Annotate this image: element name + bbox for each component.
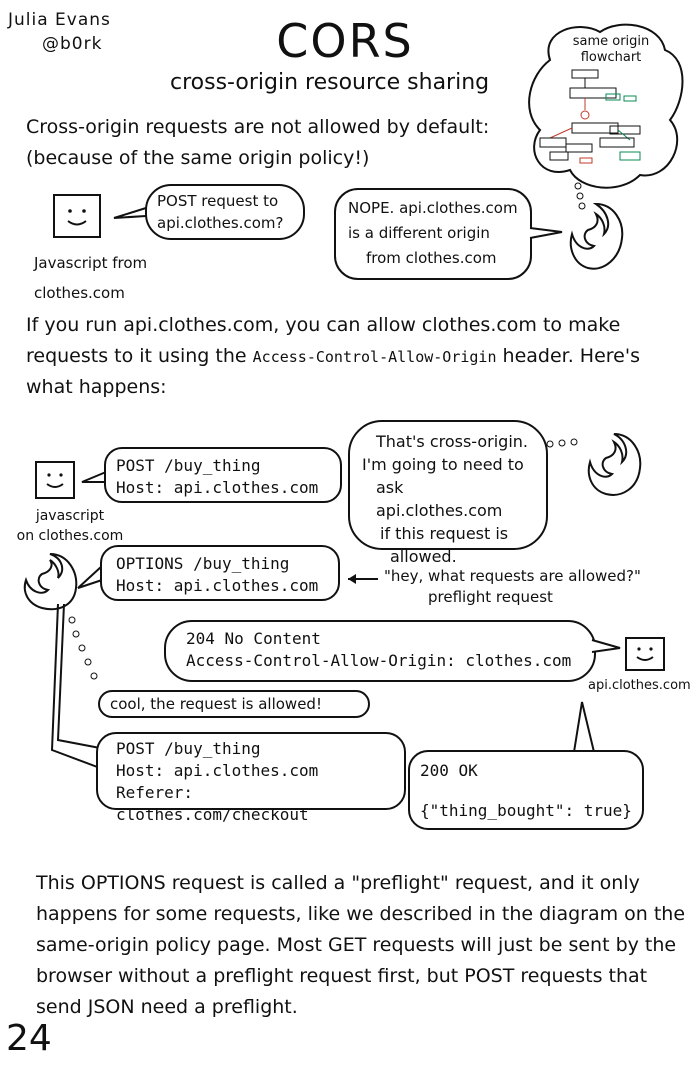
js-caption-line-1: Javascript from: [34, 254, 148, 272]
js-square-face-icon: [35, 461, 75, 499]
author-handle: @b0rk: [42, 34, 103, 54]
js-caption-diagram-line-2: on clothes.com: [16, 528, 124, 544]
speech-tail: [529, 227, 563, 239]
page-title: CORS: [276, 14, 414, 68]
js-caption-diagram-line-1: javascript: [35, 508, 105, 524]
nope-line-3: from clothes.com: [366, 249, 497, 267]
request1-line-2: Host: api.clothes.com: [116, 478, 319, 497]
left-arrow-icon: [348, 574, 378, 584]
options-request-bubble: OPTIONS /buy_thing Host: api.clothes.com: [100, 545, 340, 601]
nope-speech-bubble: NOPE. api.clothes.com is a different ori…: [334, 188, 532, 280]
explanation-part-2: header. Here's what happens:: [26, 345, 640, 398]
request-bubble-line-1: POST request to: [157, 192, 279, 210]
speech-tail-long: [572, 701, 596, 753]
request1-line-1: POST /buy_thing: [116, 456, 261, 475]
options-line-1: OPTIONS /buy_thing: [116, 554, 290, 573]
thought-line-1: That's cross-origin.: [376, 432, 529, 451]
speech-tail: [77, 565, 103, 589]
thought-line-3: ask api.clothes.com: [376, 478, 503, 520]
mini-flowchart: [539, 69, 641, 164]
options-line-2: Host: api.clothes.com: [116, 576, 319, 595]
thought-line-4: if this request is: [380, 524, 509, 543]
js-caption: Javascript from clothes.com: [34, 248, 147, 308]
cool-thought-bubble: cool, the request is allowed!: [98, 690, 370, 718]
response200-line-1: 200 OK: [420, 761, 478, 780]
js-caption-diagram: javascript on clothes.com: [10, 506, 130, 546]
explanation-part-1: If you run api.clothes.com, you can allo…: [26, 314, 621, 367]
speech-tail-long: [50, 603, 101, 769]
request2-line-3: Referer: clothes.com/checkout: [116, 783, 309, 824]
response200-line-2: {"thing_bought": true}: [420, 801, 632, 820]
header-name: Access-Control-Allow-Origin: [252, 348, 497, 366]
speech-tail: [81, 471, 107, 483]
response-200-bubble: 200 OK {"thing_bought": true}: [408, 750, 644, 830]
request-bubble-line-2: api.clothes.com?: [157, 214, 284, 232]
thought-line-5: allowed.: [390, 547, 457, 566]
preflight-note: "hey, what requests are allowed?" prefli…: [384, 566, 641, 608]
firefox-browser-icon: [569, 202, 624, 270]
explanation-text: If you run api.clothes.com, you can allo…: [26, 310, 676, 403]
cloud-label: same origin flowchart: [572, 34, 650, 65]
nope-line-1: NOPE. api.clothes.com: [348, 199, 518, 217]
api-server-square-face-icon: [625, 637, 665, 671]
author-name: Julia Evans: [8, 10, 111, 30]
intro-text: Cross-origin requests are not allowed by…: [26, 112, 546, 174]
js-square-face-icon: [53, 194, 101, 238]
nope-line-2: is a different origin: [348, 224, 490, 242]
firefox-browser-icon: [23, 553, 78, 611]
request2-line-2: Host: api.clothes.com: [116, 761, 319, 780]
response204-line-1: 204 No Content: [186, 629, 321, 648]
firefox-browser-icon: [587, 433, 642, 496]
page-subtitle: cross-origin resource sharing: [170, 70, 490, 95]
speech-tail: [113, 207, 147, 219]
post-request-bubble: POST /buy_thing Host: api.clothes.com: [104, 447, 342, 503]
thought-dots: [546, 438, 578, 448]
request2-line-1: POST /buy_thing: [116, 739, 261, 758]
author-credit: Julia Evans @b0rk: [8, 8, 111, 56]
intro-line-2: (because of the same origin policy!): [26, 147, 370, 169]
response204-line-2: Access-Control-Allow-Origin: clothes.com: [186, 651, 572, 670]
post-request-final-bubble: POST /buy_thing Host: api.clothes.com Re…: [96, 732, 406, 824]
speech-tail: [591, 639, 621, 653]
thought-dots: [68, 616, 98, 680]
footer-paragraph: This OPTIONS request is called a "prefli…: [36, 872, 686, 1018]
flowchart-thought-cloud: [528, 23, 684, 210]
thought-line-2: I'm going to need to: [362, 455, 524, 474]
page-number: 24: [6, 1018, 52, 1059]
browser-thought-bubble: That's cross-origin. I'm going to need t…: [348, 420, 548, 566]
intro-line-1: Cross-origin requests are not allowed by…: [26, 116, 490, 138]
api-caption: api.clothes.com: [588, 678, 690, 693]
response-204-bubble: 204 No Content Access-Control-Allow-Orig…: [164, 620, 596, 682]
preflight-note-line-2: preflight request: [428, 588, 553, 606]
js-caption-line-2: clothes.com: [34, 284, 125, 302]
request-speech-bubble: POST request to api.clothes.com?: [145, 184, 305, 240]
preflight-note-line-1: "hey, what requests are allowed?": [384, 567, 641, 585]
